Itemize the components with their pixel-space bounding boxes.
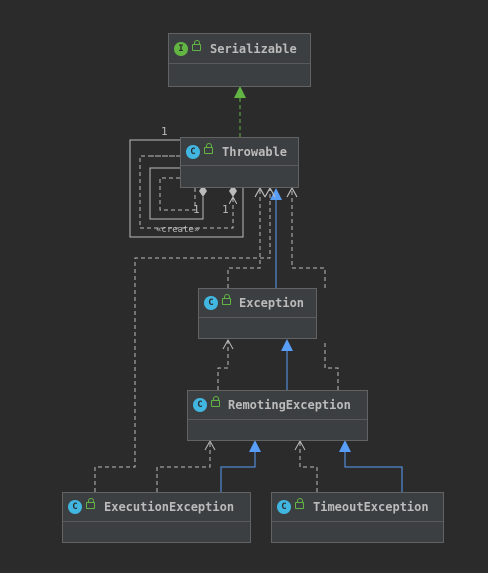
class-node-serializable[interactable]: I Serializable: [168, 33, 311, 87]
interface-icon: I: [174, 41, 188, 56]
class-icon: C: [186, 144, 200, 159]
create-stereotype-label: «create»: [156, 225, 199, 235]
multiplicity-label-left: 1: [193, 203, 200, 216]
lock-icon: [192, 39, 201, 51]
dependency-edges-remoting: [156, 439, 318, 492]
self-association-edges: [129, 139, 244, 238]
class-icon: C: [68, 500, 82, 514]
class-name: TimeoutException: [313, 500, 429, 514]
extends-edge-remoting-exception: [281, 339, 293, 390]
extends-edge-execution-remoting: [220, 440, 261, 492]
class-icon: C: [204, 296, 218, 310]
dependency-arrowheads-throwable: [254, 186, 298, 198]
class-name: ExecutionException: [104, 500, 235, 514]
class-icon: C: [277, 500, 291, 514]
class-icon: C: [193, 398, 207, 412]
dependency-edges-throwable: [94, 188, 326, 492]
implements-edge-throwable-serializable: [234, 86, 246, 137]
multiplicity-label-right: 1: [222, 203, 229, 216]
lock-icon: [222, 294, 231, 305]
class-name: Throwable: [222, 144, 288, 159]
class-node-execution-exception[interactable]: C ExecutionException: [62, 492, 251, 543]
multiplicity-label-top: 1: [161, 125, 168, 138]
class-node-exception[interactable]: C Exception: [198, 288, 317, 339]
class-name: Exception: [239, 296, 305, 310]
class-node-remoting-exception[interactable]: C RemotingException: [187, 390, 368, 441]
lock-icon: [204, 142, 213, 154]
lock-icon: [295, 498, 304, 509]
class-node-timeout-exception[interactable]: C TimeoutException: [271, 492, 444, 543]
extends-edge-timeout-remoting: [339, 440, 403, 492]
lock-icon: [86, 498, 95, 509]
extends-edge-exception-throwable: [270, 188, 282, 288]
lock-icon: [211, 396, 220, 407]
class-name: RemotingException: [228, 398, 351, 412]
dependency-edges-exception: [217, 338, 339, 390]
class-name: Serializable: [210, 41, 297, 56]
class-node-throwable[interactable]: C Throwable: [180, 137, 299, 188]
